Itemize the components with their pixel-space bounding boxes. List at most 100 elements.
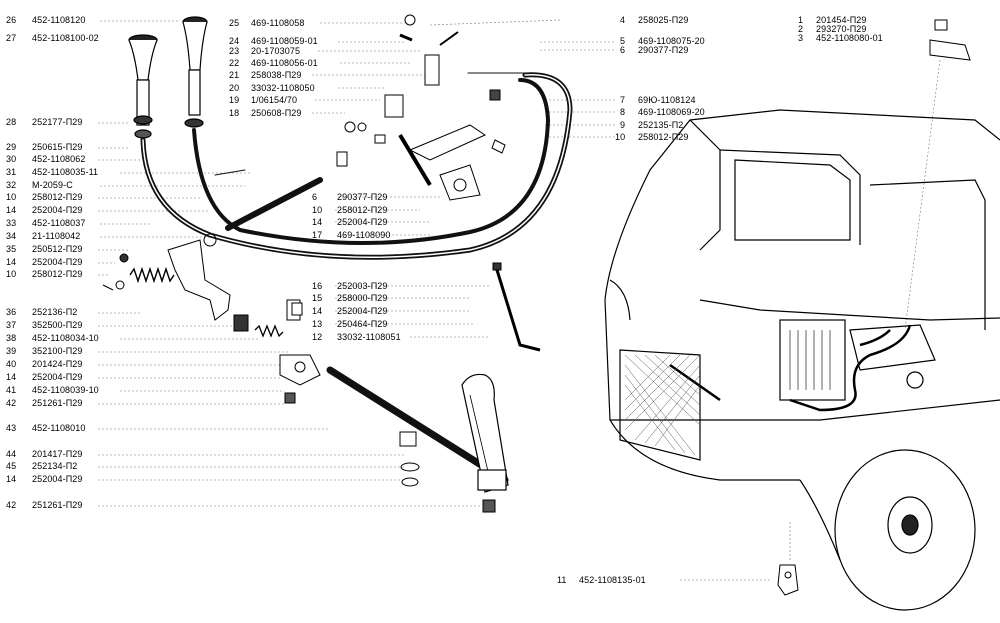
label-number: 45 [6,461,17,471]
pedal [461,373,509,493]
label-code: 469-1108069-20 [638,107,705,117]
label-number: 14 [6,372,17,382]
label-number: 14 [6,257,17,267]
label-2: 2 293270-П29 [798,24,867,35]
label-number: 39 [6,346,17,356]
label-code: 452-1108100-02 [32,33,99,43]
label-number: 36 [6,307,17,317]
label-code: 251261-П29 [32,398,83,408]
label-number: 24 [229,36,240,46]
label-code: 452-1108135-01 [579,575,646,585]
label-code: М-2059-С [32,180,73,190]
label-code: 469-1108075-20 [638,36,705,46]
label-code: 258012-П29 [638,132,689,142]
label-27: 27 452-1108100-02 [6,33,99,44]
label-number: 10 [312,205,323,215]
label-number: 44 [6,449,17,459]
label-number: 35 [6,244,17,254]
label-code: 258000-П29 [337,293,388,303]
label-24: 24 469-1108059-01 [229,36,318,47]
label-number: 29 [6,142,17,152]
label-code: 293270-П29 [816,24,867,34]
label-number: 43 [6,423,17,433]
leader-lines-right [312,19,941,581]
label-code: 452-1108034-10 [32,333,99,343]
label-code: 33032-1108050 [251,83,315,93]
label-code: 252004-П29 [337,306,388,316]
label-10: 10 258012-П29 [312,205,388,216]
label-code: 452-1108080-01 [816,33,883,43]
label-number: 38 [6,333,17,343]
label-number: 2 [798,24,804,34]
label-number: 40 [6,359,17,369]
label-number: 25 [229,18,240,28]
label-code: 252004-П29 [337,217,388,227]
label-number: 28 [6,117,17,127]
label-code: 21-1108042 [32,231,81,241]
label-code: 250512-П29 [32,244,83,254]
label-number: 7 [620,95,626,105]
label-8: 8 469-1108069-20 [620,107,705,118]
label-code: 251261-П29 [32,500,83,510]
label-42: 42 251261-П29 [6,398,83,409]
label-number: 14 [312,306,323,316]
label-number: 10 [6,192,17,202]
label-14: 14 252004-П29 [6,205,83,216]
label-code: 201454-П29 [816,15,867,25]
label-number: 30 [6,154,17,164]
label-10: 10 258012-П29 [6,269,83,280]
label-number: 6 [312,192,318,202]
label-number: 41 [6,385,17,395]
label-code: 201424-П29 [32,359,83,369]
label-code: 469-1108059-01 [251,36,318,46]
label-code: 452-1108010 [32,423,86,433]
label-number: 10 [6,269,17,279]
label-code: 452-1108039-10 [32,385,99,395]
truck-illustration [604,109,1000,611]
label-number: 42 [6,500,17,510]
label-number: 17 [312,230,323,240]
label-37: 37 352500-П29 [6,320,83,331]
label-number: 10 [615,132,626,142]
label-number: 33 [6,218,17,228]
label-number: 42 [6,398,17,408]
label-14: 14 252004-П29 [6,257,83,268]
label-33: 33 452-1108037 [6,218,85,229]
label-code: 258038-П29 [251,70,302,80]
bracket-spring [102,233,231,321]
label-code: 258012-П29 [32,192,83,202]
label-number: 23 [229,46,240,56]
grid-mesh [624,354,701,456]
label-number: 22 [229,58,240,68]
label-code: 258012-П29 [32,269,83,279]
label-code: 352500-П29 [32,320,83,330]
label-code: 258012-П29 [337,205,388,215]
label-code: 258025-П29 [638,15,689,25]
label-41: 41 452-1108039-10 [6,385,99,396]
label-number: 8 [620,107,626,117]
label-number: 27 [6,33,17,43]
label-code: 252004-П29 [32,474,83,484]
label-code: 33032-1108051 [337,332,401,342]
label-code: 452-1108037 [32,218,86,228]
label-code: 452-1108035-11 [32,167,99,177]
label-code: 290377-П29 [337,192,388,202]
label-code: 252004-П29 [32,257,83,267]
label-code: 252004-П29 [32,205,83,215]
label-number: 37 [6,320,17,330]
label-number: 14 [6,205,17,215]
label-code: 252134-П2 [32,461,78,471]
